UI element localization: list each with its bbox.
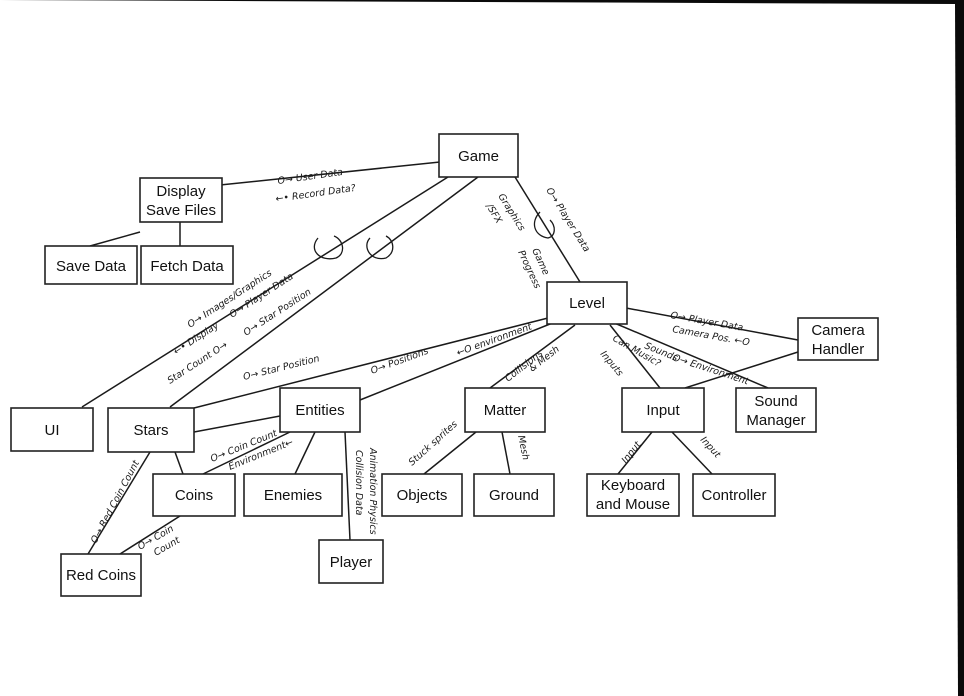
edges [81,161,799,555]
edge-level-matter [489,324,576,389]
node-coins: Coins [152,473,236,517]
node-keyboard-label-2: and Mouse [596,496,670,513]
node-save-data-label: Save Data [56,258,127,275]
edge-stars-redcoins [87,451,151,555]
node-red-coins: Red Coins [60,553,142,597]
node-camera-label-2: Handler [812,341,865,358]
edge-level-stars [193,317,549,409]
node-player-label: Player [330,554,373,571]
node-entities: Entities [279,387,361,433]
edge-level-sound [611,321,769,389]
node-keyboard-mouse: Keyboard and Mouse [586,473,680,517]
node-player: Player [318,539,384,584]
node-matter-label: Matter [484,402,527,419]
edge-coins-redcoins [119,515,181,555]
node-ui-label: UI [45,422,60,439]
node-red-coins-label: Red Coins [66,567,136,584]
node-input: Input [621,387,705,433]
node-camera-label-1: Camera [811,322,865,339]
node-display-label-1: Display [156,183,206,200]
edge-stars-entities [193,415,281,433]
loop-arrow-stars-icon [366,235,394,260]
edge-game-level [514,176,581,283]
node-sound-label-1: Sound [754,393,797,410]
node-matter: Matter [464,387,546,433]
edge-display-savedata [89,231,141,247]
edge-matter-objects [423,431,477,475]
ann-animation-physics: Animation Physics [367,447,378,535]
edge-entities-enemies [294,431,316,475]
node-stars: Stars [107,407,195,453]
node-coins-label: Coins [175,487,213,504]
node-input-label: Input [646,402,680,419]
edge-level-entities [359,321,556,401]
node-game-label: Game [458,148,499,165]
edge-input-controller [671,431,713,475]
node-save-data: Save Data [44,245,138,285]
edge-matter-ground [501,431,511,475]
node-objects-label: Objects [397,487,448,504]
node-entities-label: Entities [295,402,344,419]
edge-game-stars [169,176,479,408]
node-stars-label: Stars [133,422,168,439]
edge-game-display [219,161,441,186]
edge-level-camera [625,307,799,341]
node-ground-label: Ground [489,487,539,504]
node-ui: UI [10,407,94,452]
node-sound-manager: Sound Manager [735,387,817,433]
edge-input-keyboard [617,431,653,475]
node-controller: Controller [692,473,776,517]
node-sound-label-2: Manager [746,412,805,429]
edge-camera-input [684,351,799,389]
node-controller-label: Controller [701,487,766,504]
node-display-label-2: Save Files [146,202,216,219]
loop-arrows [313,211,555,260]
node-fetch-data: Fetch Data [140,245,234,285]
edge-entities-coins [202,431,291,475]
node-fetch-data-label: Fetch Data [150,258,224,275]
node-display-save-files: Display Save Files [139,177,223,223]
loop-arrow-ui-icon [313,235,344,260]
node-game: Game [438,133,519,178]
node-camera-handler: Camera Handler [797,317,879,361]
edge-game-ui [81,176,449,408]
node-enemies: Enemies [243,473,343,517]
ann-collision-data: Collision Data [353,450,364,516]
edge-level-input [609,324,661,389]
node-level-label: Level [569,295,605,312]
edge-entities-player [344,431,351,541]
node-objects: Objects [381,473,463,517]
edge-stars-coins [174,451,184,475]
node-ground: Ground [473,473,555,517]
loop-arrow-level-icon [533,211,555,239]
ann-mesh: Mesh [515,434,531,461]
node-level: Level [546,281,628,325]
node-keyboard-label-1: Keyboard [601,477,665,494]
node-enemies-label: Enemies [264,487,322,504]
